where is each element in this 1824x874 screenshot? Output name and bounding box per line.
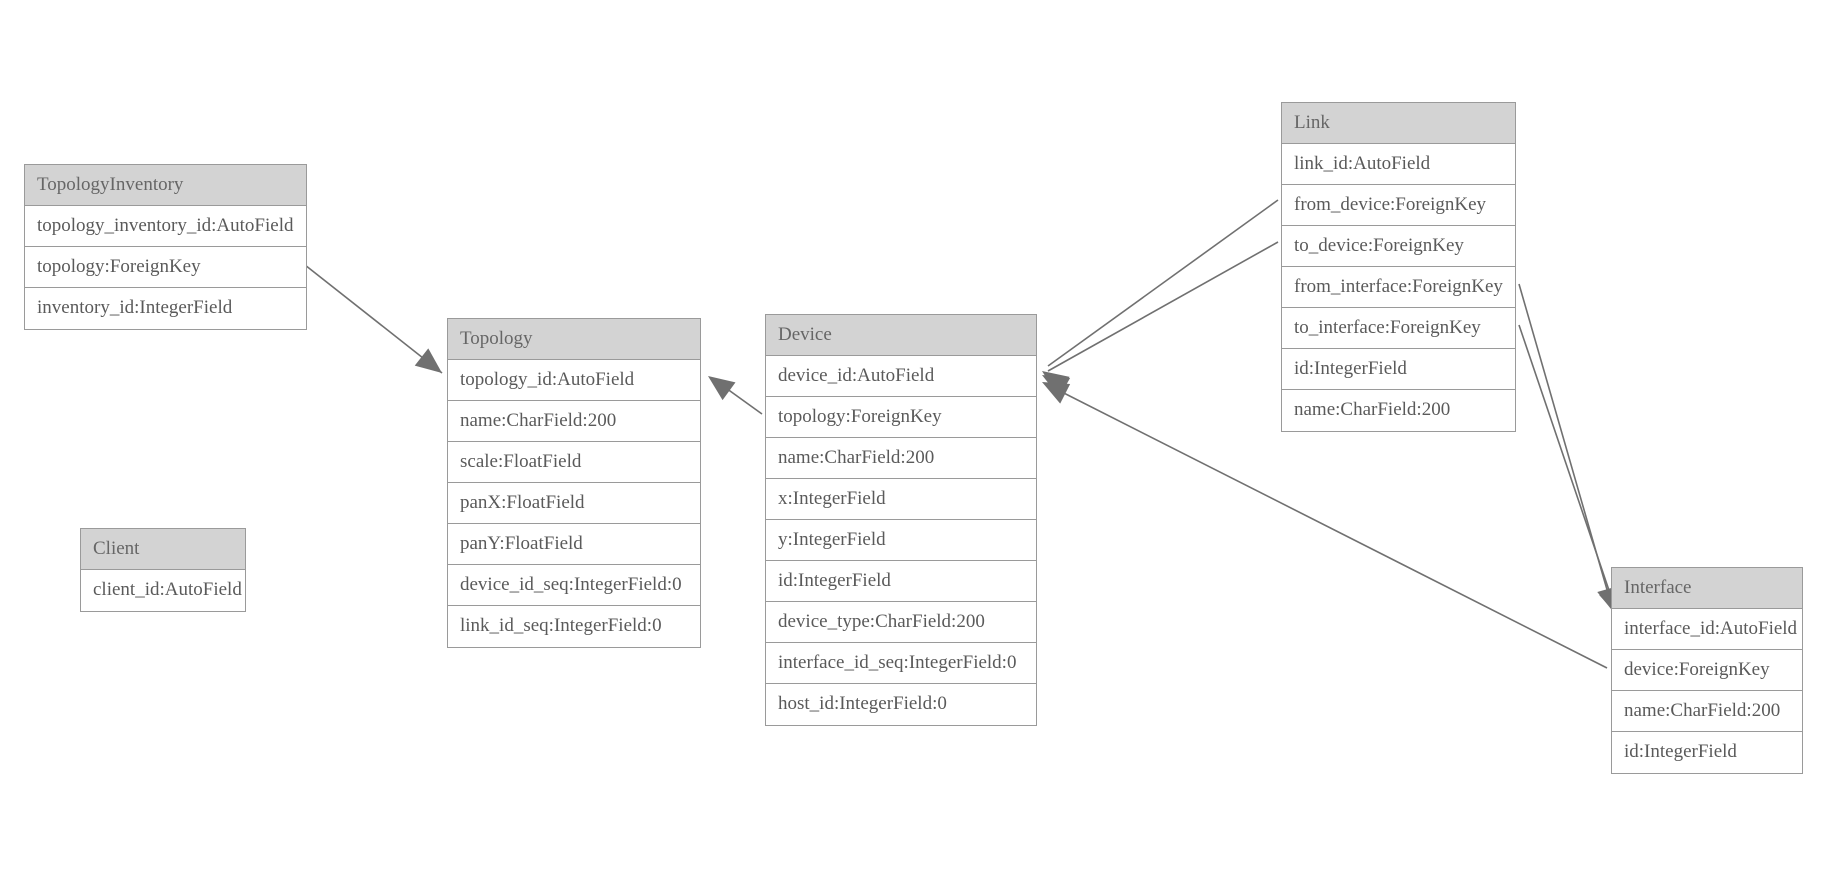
rel-device-topology bbox=[708, 376, 763, 415]
relationship-arrowhead bbox=[414, 348, 442, 373]
entity-attribute[interactable]: interface_id_seq:IntegerField:0 bbox=[766, 643, 1036, 684]
entity-attribute[interactable]: topology:ForeignKey bbox=[25, 247, 306, 288]
entity-attribute[interactable]: device_id:AutoField bbox=[766, 356, 1036, 397]
entity-attribute[interactable]: device_id_seq:IntegerField:0 bbox=[448, 565, 700, 606]
entity-attribute[interactable]: scale:FloatField bbox=[448, 442, 700, 483]
entity-attribute[interactable]: name:CharField:200 bbox=[1612, 691, 1802, 732]
entity-attribute[interactable]: name:CharField:200 bbox=[1282, 390, 1515, 431]
entity-attribute[interactable]: inventory_id:IntegerField bbox=[25, 288, 306, 329]
entity-attribute[interactable]: name:CharField:200 bbox=[448, 401, 700, 442]
entity-title-topology: Topology bbox=[448, 319, 700, 360]
entity-attribute[interactable]: id:IntegerField bbox=[1282, 349, 1515, 390]
entity-attributes-client: client_id:AutoField bbox=[81, 570, 245, 611]
entity-attribute[interactable]: from_device:ForeignKey bbox=[1282, 185, 1515, 226]
entity-attribute[interactable]: topology:ForeignKey bbox=[766, 397, 1036, 438]
relationship-arrowhead bbox=[1042, 382, 1071, 404]
entity-attribute[interactable]: y:IntegerField bbox=[766, 520, 1036, 561]
entity-attribute[interactable]: link_id_seq:IntegerField:0 bbox=[448, 606, 700, 647]
entity-attribute[interactable]: panX:FloatField bbox=[448, 483, 700, 524]
relationship-arrowhead bbox=[1042, 371, 1070, 395]
entity-attribute[interactable]: interface_id:AutoField bbox=[1612, 609, 1802, 650]
relationship-arrowhead bbox=[708, 376, 736, 401]
relationship-line bbox=[304, 264, 443, 374]
entity-attribute[interactable]: topology_inventory_id:AutoField bbox=[25, 206, 306, 247]
entity-title-topology_inventory: TopologyInventory bbox=[25, 165, 306, 206]
entity-attribute[interactable]: client_id:AutoField bbox=[81, 570, 245, 611]
entity-attribute[interactable]: to_interface:ForeignKey bbox=[1282, 308, 1515, 349]
rel-link-frominterface-interface bbox=[1518, 283, 1619, 614]
relationship-arrowhead bbox=[1042, 375, 1071, 398]
entity-attribute[interactable]: host_id:IntegerField:0 bbox=[766, 684, 1036, 725]
entity-attribute[interactable]: to_device:ForeignKey bbox=[1282, 226, 1515, 267]
rel-link-fromdevice-device bbox=[1042, 199, 1279, 395]
relationship-line bbox=[1047, 241, 1279, 372]
entity-attribute[interactable]: panY:FloatField bbox=[448, 524, 700, 565]
relationship-line bbox=[1047, 199, 1279, 367]
entity-attribute[interactable]: device:ForeignKey bbox=[1612, 650, 1802, 691]
entity-title-client: Client bbox=[81, 529, 245, 570]
rel-topologyinventory-topology bbox=[304, 264, 443, 374]
entity-attribute[interactable]: id:IntegerField bbox=[1612, 732, 1802, 773]
relationship-line bbox=[711, 377, 763, 415]
relationship-line bbox=[1518, 283, 1613, 608]
entity-attribute[interactable]: from_interface:ForeignKey bbox=[1282, 267, 1515, 308]
entity-title-interface: Interface bbox=[1612, 568, 1802, 609]
entity-attribute[interactable]: topology_id:AutoField bbox=[448, 360, 700, 401]
entity-attribute[interactable]: link_id:AutoField bbox=[1282, 144, 1515, 185]
entity-attribute[interactable]: id:IntegerField bbox=[766, 561, 1036, 602]
relationship-line bbox=[1518, 324, 1616, 609]
rel-link-todevice-device bbox=[1042, 241, 1279, 398]
entity-title-device: Device bbox=[766, 315, 1036, 356]
entity-title-link: Link bbox=[1282, 103, 1515, 144]
entity-attribute[interactable]: x:IntegerField bbox=[766, 479, 1036, 520]
entity-attribute[interactable]: name:CharField:200 bbox=[766, 438, 1036, 479]
entity-attribute[interactable]: device_type:CharField:200 bbox=[766, 602, 1036, 643]
